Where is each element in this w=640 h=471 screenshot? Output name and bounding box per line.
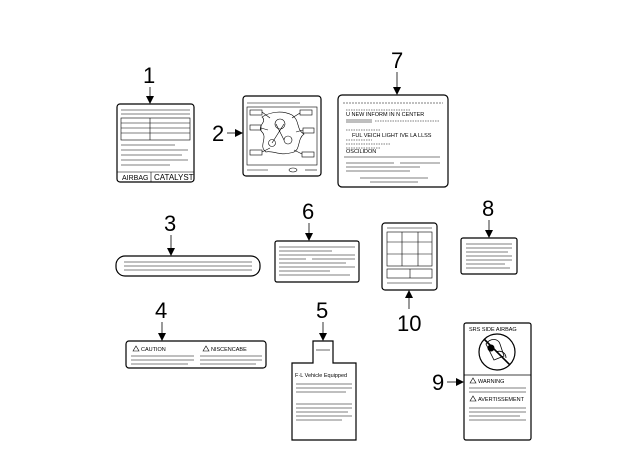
label-4-caution[interactable]: CAUTION NISCENCABE <box>125 340 267 369</box>
label-7-service-info[interactable]: U NEW INFORM IN N CENTER FUL VEICH LIGHT… <box>337 94 449 188</box>
callout-number-9: 9 <box>432 370 444 395</box>
callout-3[interactable]: 3 <box>164 211 176 256</box>
callout-5[interactable]: 5 <box>316 298 328 341</box>
callout-number-10: 10 <box>397 311 421 336</box>
label-9-warning-text: WARNING <box>478 379 504 385</box>
callout-4[interactable]: 4 <box>155 298 167 341</box>
callout-number-2: 2 <box>212 121 224 146</box>
callout-10[interactable]: 10 <box>397 290 421 336</box>
label-6-info[interactable] <box>274 240 360 283</box>
callout-number-4: 4 <box>155 298 167 323</box>
callout-number-7: 7 <box>391 48 403 73</box>
callout-number-1: 1 <box>143 63 155 88</box>
label-1-emission-airbag[interactable]: AIRBAG CATALYST <box>116 103 195 183</box>
callout-number-5: 5 <box>316 298 328 323</box>
label-7-line-2: U NEW INFORM IN N CENTER <box>346 112 424 118</box>
label-2-vacuum-routing[interactable] <box>242 95 322 177</box>
callout-8[interactable]: 8 <box>482 196 494 238</box>
callout-number-8: 8 <box>482 196 494 221</box>
label-9-srs-airbag[interactable]: SRS SIDE AIRBAG WARNING AVERTISSEMENT <box>463 322 532 441</box>
label-5-header-text: F·L Vehicle Equipped <box>295 373 347 379</box>
label-4-right-text: NISCENCABE <box>211 347 247 353</box>
label-7-line-5: OSCILIDON <box>346 149 376 155</box>
no-child-seat-icon <box>478 333 516 371</box>
callout-number-6: 6 <box>302 199 314 224</box>
label-1-airbag-text: AIRBAG <box>122 175 148 182</box>
label-10-table[interactable] <box>381 222 438 291</box>
label-5-tag[interactable]: F·L Vehicle Equipped <box>291 340 357 441</box>
callout-number-3: 3 <box>164 211 176 236</box>
callout-2[interactable]: 2 <box>212 121 243 146</box>
warning-triangle-icon <box>469 395 477 402</box>
callout-7[interactable]: 7 <box>391 48 403 95</box>
callout-9[interactable]: 9 <box>432 370 464 395</box>
callout-1[interactable]: 1 <box>143 63 155 104</box>
label-7-line-4: FUL VEICH LIGHT IVE LA LLSS <box>352 133 432 139</box>
callout-6[interactable]: 6 <box>302 199 314 241</box>
label-4-caution-text: CAUTION <box>141 347 166 353</box>
label-1-catalyst-text: CATALYST <box>154 173 194 182</box>
warning-triangle-icon <box>202 345 210 352</box>
label-9-title: SRS SIDE AIRBAG <box>469 327 517 333</box>
label-3-strip[interactable] <box>115 255 261 277</box>
label-9-second-warning-text: AVERTISSEMENT <box>478 397 525 403</box>
label-8-info[interactable] <box>460 237 518 275</box>
warning-triangle-icon <box>132 345 140 352</box>
warning-triangle-icon <box>469 377 477 384</box>
